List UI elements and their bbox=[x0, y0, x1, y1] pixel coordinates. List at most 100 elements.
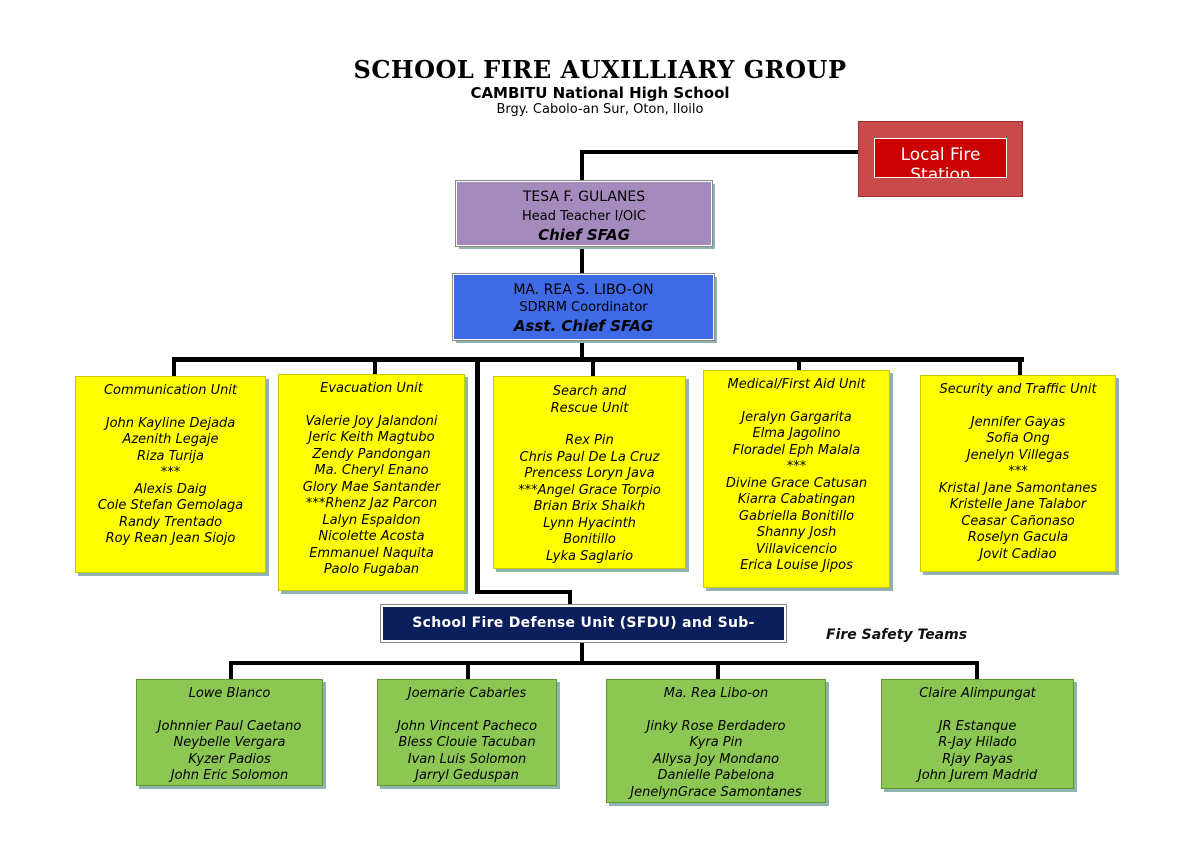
unit-member: Divine Grace Catusan bbox=[725, 475, 868, 491]
connector-line bbox=[580, 247, 584, 277]
unit-member: Lalyn Espaldon bbox=[322, 512, 421, 528]
connector-line bbox=[568, 590, 572, 606]
asst-chief-name: MA. REA S. LIBO-ON bbox=[513, 282, 654, 298]
team-member: John Eric Solomon bbox=[170, 768, 289, 783]
team-leader: Claire Alimpungat bbox=[919, 686, 1036, 701]
team-member: Ivan Luis Solomon bbox=[407, 751, 527, 767]
connector-line bbox=[229, 661, 233, 679]
team-box-4: Claire Alimpungat JR Estanque R-Jay Hila… bbox=[881, 679, 1074, 789]
team-member: R-Jay Hilado bbox=[938, 735, 1017, 750]
unit-name: Security and Traffic Unit bbox=[939, 382, 1097, 397]
connector-line bbox=[466, 661, 470, 679]
team-member: Neybelle Vergara bbox=[173, 735, 286, 750]
unit-name: Communication Unit bbox=[103, 383, 238, 398]
unit-member: Jeric Keith Magtubo bbox=[308, 430, 435, 445]
unit-member: Erica Louise Jipos bbox=[740, 558, 853, 573]
unit-box-security: Security and Traffic Unit Jennifer Gayas… bbox=[920, 375, 1116, 572]
connector-line bbox=[975, 661, 979, 679]
school-address: Brgy. Cabolo-an Sur, Oton, Iloilo bbox=[496, 102, 704, 117]
unit-box-search-rescue: Search and Rescue Unit Rex Pin Chris Pau… bbox=[493, 376, 686, 569]
chief-node: TESA F. GULANES Head Teacher I/OIC Chief… bbox=[455, 180, 713, 247]
unit-member: Lyka Saglario bbox=[545, 548, 634, 564]
unit-member: Sofia Ong bbox=[986, 431, 1050, 446]
unit-member: John Kayline Dejada bbox=[105, 415, 236, 431]
unit-member: Nicolette Acosta bbox=[318, 529, 425, 544]
team-member: Kyra Pin bbox=[689, 735, 743, 750]
unit-member: Elma Jagolino bbox=[752, 426, 841, 441]
team-member: Kyzer Padios bbox=[188, 751, 271, 767]
page-title: SCHOOL FIRE AUXILLIARY GROUP bbox=[353, 55, 847, 84]
team-member: JenelynGrace Samontanes bbox=[630, 784, 802, 800]
unit-member: Brian Brix Shaikh bbox=[533, 499, 646, 514]
connector-line bbox=[475, 357, 480, 593]
unit-member: Kristelle Jane Talabor bbox=[949, 497, 1087, 512]
unit-member: Cole Stefan Gemolaga bbox=[97, 498, 244, 513]
unit-box-medical: Medical/First Aid Unit Jeralyn Gargarita… bbox=[703, 370, 890, 588]
team-member: Bless Clouie Tacuban bbox=[398, 735, 536, 750]
unit-box-communication: Communication Unit John Kayline Dejada A… bbox=[75, 376, 266, 573]
unit-member: Lynn Hyacinth bbox=[543, 515, 636, 531]
unit-box-evacuation: Evacuation Unit Valerie Joy Jalandoni Je… bbox=[278, 374, 465, 591]
unit-member: Valerie Joy Jalandoni bbox=[305, 413, 438, 429]
local-fire-station-label: Local Fire Station bbox=[874, 138, 1007, 178]
team-box-3: Ma. Rea Libo-on Jinky Rose Berdadero Kyr… bbox=[606, 679, 826, 803]
connector-line bbox=[172, 357, 176, 377]
connector-line bbox=[373, 357, 377, 375]
unit-member: Jenelyn Villegas bbox=[966, 447, 1070, 463]
connector-line bbox=[591, 357, 595, 377]
unit-member: Roselyn Gacula bbox=[967, 530, 1069, 545]
team-box-2: Joemarie Cabarles John Vincent Pacheco B… bbox=[377, 679, 557, 786]
team-member: Jinky Rose Berdadero bbox=[646, 718, 786, 734]
team-leader: Ma. Rea Libo-on bbox=[663, 686, 769, 701]
chief-name: TESA F. GULANES bbox=[522, 189, 646, 205]
team-member: Jarryl Geduspan bbox=[415, 768, 519, 783]
asst-chief-title: Asst. Chief SFAG bbox=[513, 317, 654, 335]
chief-role: Head Teacher I/OIC bbox=[521, 209, 647, 224]
team-member: John Jurem Madrid bbox=[917, 768, 1038, 783]
unit-member: *** bbox=[1008, 464, 1028, 479]
connector-line bbox=[580, 340, 584, 360]
unit-member: Riza Turija bbox=[137, 448, 204, 464]
team-member: Rjay Payas bbox=[942, 751, 1013, 767]
unit-member: Azenith Legaje bbox=[122, 432, 219, 447]
team-member: Johnnier Paul Caetano bbox=[157, 718, 302, 734]
unit-member: Floradel Eph Malala bbox=[732, 442, 861, 458]
unit-member: Ma. Cheryl Enano bbox=[314, 463, 429, 478]
chief-title: Chief SFAG bbox=[538, 226, 630, 244]
asst-chief-node: MA. REA S. LIBO-ON SDRRM Coordinator Ass… bbox=[452, 273, 715, 341]
school-name: CAMBITU National High School bbox=[470, 84, 730, 102]
connector-line bbox=[716, 661, 720, 679]
connector-line bbox=[580, 150, 858, 154]
asst-chief-role: SDRRM Coordinator bbox=[519, 300, 648, 315]
unit-member: Jovit Cadiao bbox=[979, 546, 1057, 562]
unit-member: Jeralyn Gargarita bbox=[741, 409, 852, 425]
connector-line bbox=[797, 357, 801, 371]
unit-member: ***Angel Grace Torpio bbox=[518, 482, 661, 498]
unit-member: Paolo Fugaban bbox=[323, 562, 420, 577]
unit-member: Emmanuel Naquita bbox=[309, 545, 434, 561]
local-fire-station-box: Local Fire Station bbox=[858, 121, 1023, 197]
team-member: JR Estanque bbox=[938, 718, 1017, 734]
unit-member: *** bbox=[160, 465, 181, 480]
unit-member: Alexis Daig bbox=[134, 481, 207, 497]
unit-member: Glory Mae Santander bbox=[302, 479, 441, 495]
sfdu-continuation: Fire Safety Teams bbox=[826, 627, 968, 643]
unit-member: Prencess Loryn Java bbox=[524, 466, 655, 481]
team-leader: Joemarie Cabarles bbox=[407, 686, 527, 701]
unit-member: Zendy Pandongan bbox=[312, 446, 431, 462]
unit-member: Shanny Josh bbox=[756, 525, 837, 540]
unit-name: Evacuation Unit bbox=[320, 381, 423, 396]
unit-name: Search and Rescue Unit bbox=[550, 384, 629, 416]
unit-member: Randy Trentado bbox=[118, 514, 223, 530]
unit-member: Villavicencio bbox=[755, 541, 838, 557]
unit-name: Medical/First Aid Unit bbox=[727, 377, 866, 392]
team-box-1: Lowe Blanco Johnnier Paul Caetano Neybel… bbox=[136, 679, 323, 786]
connector-line bbox=[1018, 357, 1022, 377]
unit-member: Gabriella Bonitillo bbox=[738, 508, 855, 524]
team-leader: Lowe Blanco bbox=[188, 686, 271, 701]
unit-member: ***Rhenz Jaz Parcon bbox=[305, 496, 438, 511]
unit-member: Roy Rean Jean Siojo bbox=[105, 531, 236, 546]
connector-line bbox=[580, 150, 584, 182]
team-member: Danielle Pabelona bbox=[657, 768, 775, 783]
connector-line bbox=[580, 642, 584, 664]
